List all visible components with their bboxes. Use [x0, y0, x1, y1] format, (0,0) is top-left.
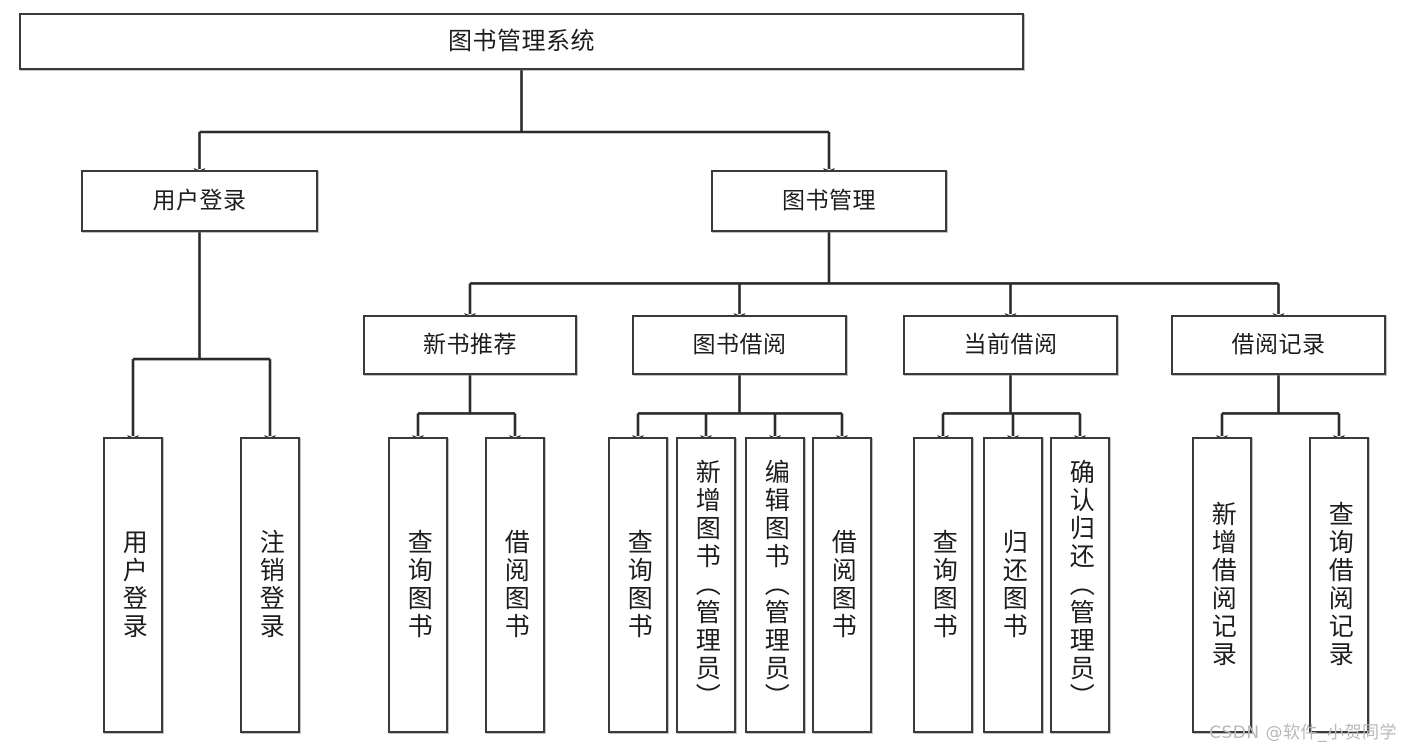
node-label: 当前借阅	[963, 331, 1058, 358]
node-label: 查询图书	[404, 529, 434, 641]
node-leaf-query-book-3[interactable]: 查询图书	[913, 437, 973, 733]
node-root[interactable]: 图书管理系统	[19, 13, 1024, 70]
node-current-borrow[interactable]: 当前借阅	[903, 315, 1118, 375]
node-leaf-borrow-book-1[interactable]: 借阅图书	[485, 437, 545, 733]
node-label: 新书推荐	[423, 331, 517, 358]
node-label: 查询图书	[929, 529, 959, 641]
node-leaf-query-book-1[interactable]: 查询图书	[388, 437, 448, 733]
node-label: 借阅图书	[501, 529, 531, 641]
node-leaf-query-book-2[interactable]: 查询图书	[608, 437, 668, 733]
node-label: 用户登录	[119, 529, 149, 641]
node-leaf-confirm-return[interactable]: 确认归还（管理员）	[1050, 437, 1110, 733]
node-book-manage[interactable]: 图书管理	[711, 170, 947, 232]
node-label: 确认归还（管理员）	[1066, 459, 1096, 711]
node-label: 图书借阅	[692, 331, 787, 358]
node-leaf-edit-book[interactable]: 编辑图书（管理员）	[745, 437, 805, 733]
node-label: 新增图书（管理员）	[692, 459, 722, 711]
node-label: 注销登录	[256, 529, 286, 641]
watermark: CSDN @软件_小贺同学	[1209, 723, 1397, 743]
node-leaf-user-login[interactable]: 用户登录	[103, 437, 163, 733]
node-user-login[interactable]: 用户登录	[81, 170, 318, 232]
node-label: 图书管理系统	[448, 26, 595, 55]
node-leaf-logout[interactable]: 注销登录	[240, 437, 300, 733]
node-leaf-query-record[interactable]: 查询借阅记录	[1309, 437, 1369, 733]
node-leaf-borrow-book-2[interactable]: 借阅图书	[812, 437, 872, 733]
node-label: 新增借阅记录	[1208, 501, 1238, 669]
node-label: 借阅图书	[828, 529, 858, 641]
node-borrow-record[interactable]: 借阅记录	[1171, 315, 1386, 375]
node-label: 查询借阅记录	[1325, 501, 1355, 669]
node-label: 编辑图书（管理员）	[761, 459, 791, 711]
node-book-borrow[interactable]: 图书借阅	[632, 315, 847, 375]
node-label: 归还图书	[999, 529, 1029, 641]
node-leaf-return-book[interactable]: 归还图书	[983, 437, 1043, 733]
node-leaf-add-book[interactable]: 新增图书（管理员）	[676, 437, 736, 733]
node-new-book-recommend[interactable]: 新书推荐	[363, 315, 577, 375]
node-label: 查询图书	[624, 529, 654, 641]
node-label: 借阅记录	[1231, 331, 1326, 358]
node-label: 用户登录	[152, 187, 247, 214]
node-leaf-add-record[interactable]: 新增借阅记录	[1192, 437, 1252, 733]
node-label: 图书管理	[782, 187, 876, 214]
